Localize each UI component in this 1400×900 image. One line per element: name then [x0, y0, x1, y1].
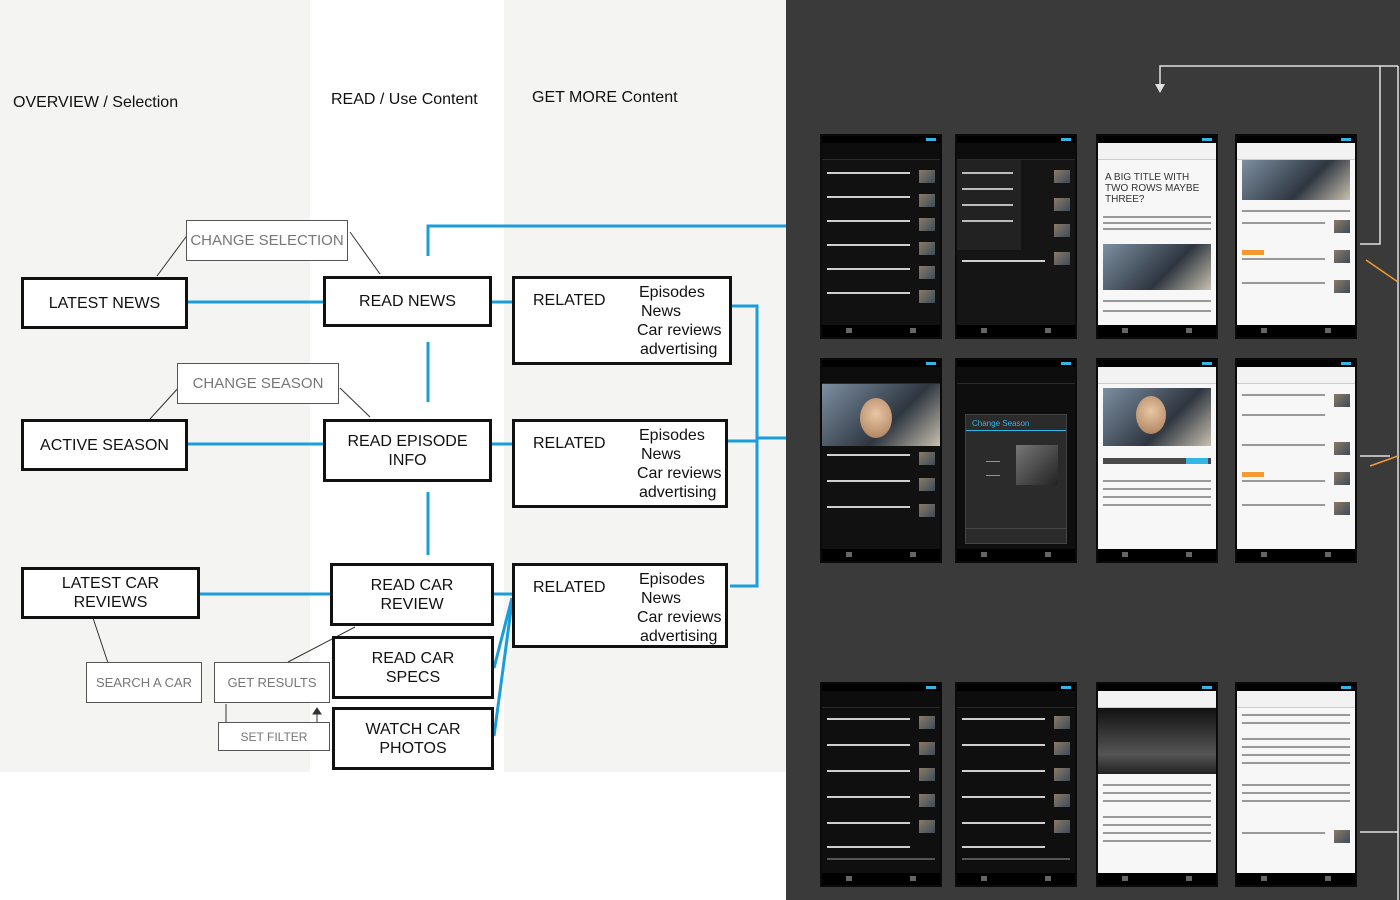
phone-episode-related: [1235, 358, 1357, 563]
related-label: RELATED: [533, 579, 606, 596]
phone-change-season-dialog: Change Season: [955, 358, 1077, 563]
related-item: Car reviews: [637, 609, 722, 626]
big-title-text: A BIG TITLE WITH TWO ROWS MAYBE THREE?: [1105, 172, 1200, 205]
read-news-box[interactable]: READ NEWS: [323, 276, 492, 327]
related-item: Car reviews: [637, 465, 722, 482]
orange-accent-lines: [1365, 259, 1399, 467]
related-item: advertising: [640, 341, 718, 358]
phone-news-article: A BIG TITLE WITH TWO ROWS MAYBE THREE?: [1096, 134, 1218, 339]
phone-reviews-list: [820, 682, 942, 887]
related-item: advertising: [640, 628, 718, 645]
phone-reviews-list-alt: [955, 682, 1077, 887]
related-item: News: [641, 590, 682, 607]
watch-car-photos-box[interactable]: WATCH CAR PHOTOS: [332, 707, 494, 770]
active-season-box[interactable]: ACTIVE SEASON: [21, 419, 188, 471]
related-item: News: [641, 446, 682, 463]
blue-connectors: [188, 224, 786, 737]
set-filter-box[interactable]: SET FILTER: [218, 722, 330, 751]
mockup-flow-lines: [1155, 65, 1399, 900]
related-label: RELATED: [533, 435, 606, 452]
read-episode-info-box[interactable]: READ EPISODE INFO: [323, 419, 492, 482]
related-item: News: [641, 303, 682, 320]
related-news-box[interactable]: RELATED Episodes News Car reviews advert…: [512, 276, 732, 365]
get-results-box[interactable]: GET RESULTS: [214, 662, 330, 703]
more-column-header: GET MORE Content: [532, 89, 678, 106]
phone-car-review-related: [1235, 682, 1357, 887]
related-episode-box[interactable]: RELATED Episodes News Car reviews advert…: [512, 419, 728, 508]
change-season-box[interactable]: CHANGE SEASON: [177, 363, 339, 404]
read-car-review-box[interactable]: READ CAR REVIEW: [330, 563, 494, 626]
phone-car-review-detail: [1096, 682, 1218, 887]
thin-connectors: [92, 221, 381, 722]
read-column-header: READ / Use Content: [331, 91, 478, 108]
related-items: Episodes News Car reviews advertising: [637, 283, 722, 359]
related-item: advertising: [639, 484, 717, 501]
search-a-car-box[interactable]: SEARCH A CAR: [86, 662, 202, 703]
related-label: RELATED: [533, 292, 606, 309]
overview-column-header: OVERVIEW / Selection: [13, 94, 179, 111]
change-season-dialog-title: Change Season: [972, 419, 1030, 428]
phone-news-related: [1235, 134, 1357, 339]
latest-car-reviews-box[interactable]: LATEST CAR REVIEWS: [21, 567, 200, 619]
related-item: Episodes: [639, 571, 705, 588]
phone-news-dropdown: [955, 134, 1077, 339]
related-car-review-box[interactable]: RELATED Episodes News Car reviews advert…: [512, 563, 728, 648]
latest-news-box[interactable]: LATEST NEWS: [21, 277, 188, 329]
change-selection-box[interactable]: CHANGE SELECTION: [186, 220, 348, 261]
related-item: Episodes: [639, 427, 705, 444]
related-items: Episodes News Car reviews advertising: [637, 426, 722, 502]
phone-season-list: [820, 358, 942, 563]
related-item: Car reviews: [637, 322, 722, 339]
phone-news-list: [820, 134, 942, 339]
read-car-specs-box[interactable]: READ CAR SPECS: [332, 636, 494, 699]
phone-episode-detail: [1096, 358, 1218, 563]
related-items: Episodes News Car reviews advertising: [637, 570, 722, 646]
related-item: Episodes: [639, 284, 705, 301]
